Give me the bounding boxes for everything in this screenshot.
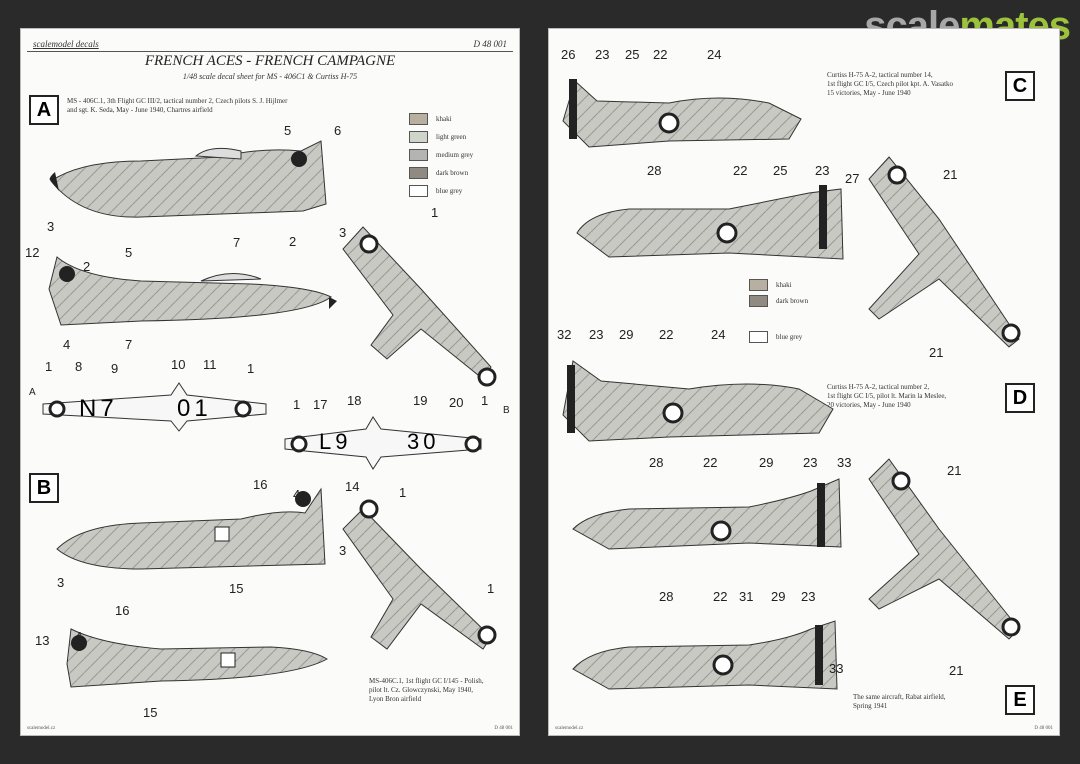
section-d-label: D: [1005, 383, 1035, 413]
aircraft-drawings-left: [42, 140, 497, 688]
footer-right: D 48 001: [1034, 726, 1053, 731]
section-c-label: C: [1005, 71, 1035, 101]
left-instruction-sheet: scalemodel decals D 48 001 FRENCH ACES -…: [20, 28, 520, 736]
ms406-profile-b-upper: [56, 487, 326, 570]
footer-right: D 48 001: [494, 726, 513, 731]
note-d: Curtiss H-75 A-2, tactical number 2, 1st…: [827, 383, 947, 409]
note-c: Curtiss H-75 A-2, tactical number 14, 1s…: [827, 71, 954, 97]
wing-letters-a: N7: [79, 395, 118, 422]
aircraft-drawings-right: [562, 79, 1021, 690]
legend-item: khaki: [409, 113, 452, 125]
wing-view-label-a: A: [29, 387, 36, 398]
wing-underside-b: [284, 416, 482, 470]
wing-letters-b: L9: [319, 429, 352, 454]
section-b-label: B: [29, 473, 59, 503]
footer-left: scalemodel.cz: [27, 726, 56, 731]
section-e-label: E: [1005, 685, 1035, 715]
brand-header: scalemodel decals: [33, 39, 99, 49]
note-b: MS-406C.1, 1st flight GC I/145 - Polish,…: [369, 677, 484, 703]
header-rule: [27, 51, 513, 52]
sheet-subtitle: 1/48 scale decal sheet for MS - 406C1 & …: [182, 72, 358, 81]
h75-profile-d-lower: [572, 478, 842, 550]
wing-underside-a: [42, 382, 267, 432]
right-instruction-sheet: C D E Curtiss H-75 A-2, tactical number …: [548, 28, 1060, 736]
ms406-profile-lower: [48, 256, 337, 326]
wing-numbers-b: 30: [407, 429, 440, 454]
legend-item: medium grey: [409, 149, 473, 161]
h75-profile-e: [572, 620, 838, 690]
ms406-plan-view-b: [342, 499, 497, 650]
wing-numbers-a: 01: [177, 395, 212, 422]
ms406-profile-b-lower: [66, 628, 328, 688]
footer-left: scalemodel.cz: [555, 726, 584, 731]
legend-item: blue grey: [409, 185, 462, 197]
product-code: D 48 001: [473, 39, 508, 49]
note-a: MS - 406C.1, 3th Flight GC III/2, tactic…: [67, 97, 288, 114]
ms406-profile-upper: [49, 140, 327, 218]
h75-plan-view-d: [868, 458, 1021, 640]
h75-profile-c-lower: [576, 185, 844, 260]
legend-item: blue grey: [749, 331, 802, 343]
wing-view-label-b: B: [503, 405, 510, 416]
legend-item: khaki: [749, 279, 792, 291]
legend-item: light green: [409, 131, 466, 143]
ms406-plan-view-a: [342, 226, 497, 387]
sheet-title: FRENCH ACES - FRENCH CAMPAGNE: [144, 53, 396, 69]
section-a-label: A: [29, 95, 59, 125]
h75-plan-view-c: [868, 156, 1021, 348]
h75-profile-d-upper: [562, 360, 834, 442]
note-e: The same aircraft, Rabat airfield, Sprin…: [853, 693, 946, 710]
legend-item: dark brown: [409, 167, 468, 179]
legend-item: dark brown: [749, 295, 808, 307]
h75-profile-c-upper: [562, 79, 802, 148]
